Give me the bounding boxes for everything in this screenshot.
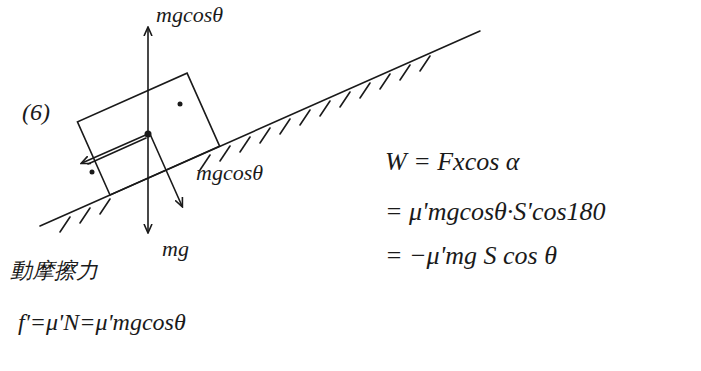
equation-line: = μ'mgcosθ·S'cos180 [385,196,606,227]
normal-force-arrow [147,28,149,134]
friction-arrow [82,134,148,163]
block-dot [178,102,183,107]
contact-dot [90,170,95,175]
component-arrow [150,134,182,206]
gravity-arrow [147,134,149,232]
formula-text: f'=μ'N=μ'mgcosθ [18,308,186,337]
incline-line [40,31,480,226]
item-number: (6) [22,98,50,127]
force-label: mg [162,236,189,262]
note-text: 動摩擦力 [10,258,98,284]
center-dot [145,131,152,138]
force-label: mgcosθ [156,2,223,28]
equation-line: = −μ'mg S cos θ [385,240,557,271]
force-label: mgcosθ [196,160,263,186]
incline-hatch [60,56,430,232]
equation-line: W = Fxcos α [385,146,519,177]
friction-arrow-second [88,138,146,164]
